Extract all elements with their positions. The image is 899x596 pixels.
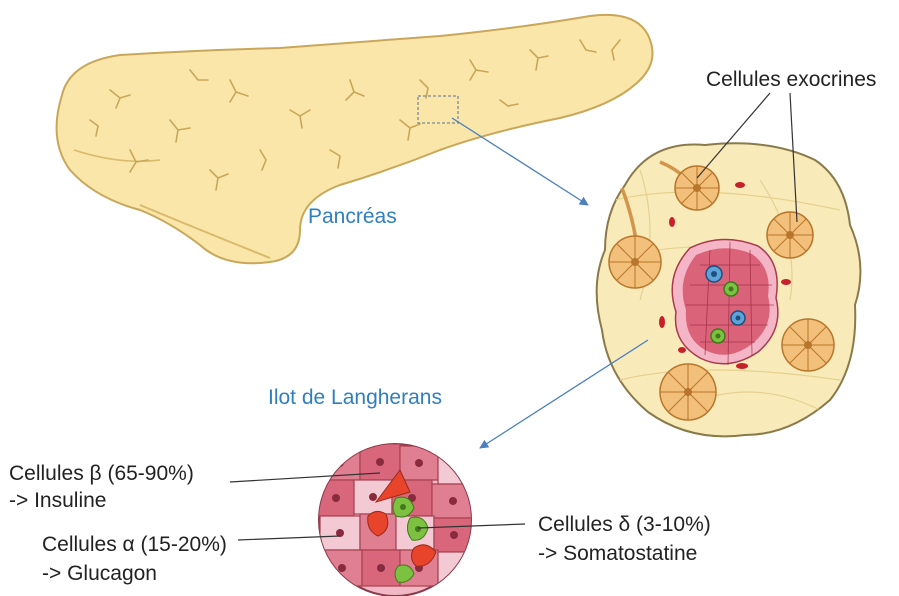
delta-cells-label: Cellules δ (3-10%) [538, 512, 711, 537]
acinus [767, 212, 813, 258]
zoom-arrow-to-islet [480, 340, 648, 448]
acinus [660, 364, 716, 420]
exocrine-cells-label: Cellules exocrines [706, 67, 876, 92]
pancreas-label: Pancréas [308, 204, 397, 229]
delta-hormone-label: -> Somatostatine [538, 541, 697, 566]
islet-closeup [318, 444, 478, 596]
tissue-section [597, 143, 861, 436]
acinus [782, 319, 834, 371]
acinus [609, 236, 661, 288]
alpha-hormone-label: -> Glucagon [42, 561, 157, 586]
islet-in-tissue [672, 239, 778, 365]
islet-label: Ilot de Langherans [268, 385, 442, 410]
acinus [675, 166, 719, 210]
zoom-arrow-to-tissue [452, 118, 588, 205]
alpha-cells-label: Cellules α (15-20%) [42, 532, 227, 557]
beta-hormone-label: -> Insuline [9, 488, 106, 513]
beta-cells-label: Cellules β (65-90%) [9, 461, 194, 486]
